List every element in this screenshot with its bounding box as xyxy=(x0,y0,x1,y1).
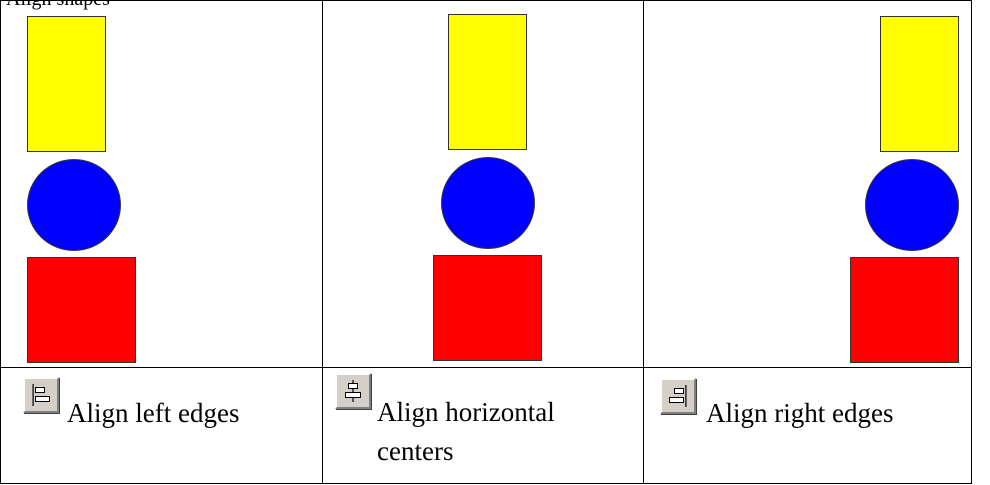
blue-circle xyxy=(865,159,959,251)
caption-label: Align left edges xyxy=(67,398,240,428)
align-left-button[interactable] xyxy=(23,377,59,413)
align-center-icon xyxy=(345,380,361,402)
diagram-row xyxy=(0,0,972,368)
blue-circle xyxy=(27,159,121,251)
yellow-rectangle xyxy=(880,16,959,152)
align-left-icon xyxy=(32,384,50,406)
align-right-icon xyxy=(669,385,687,407)
left-align-diagram xyxy=(1,1,322,367)
yellow-rectangle xyxy=(448,14,527,150)
red-square xyxy=(850,257,959,363)
caption-label: Align horizontal centers xyxy=(377,397,555,466)
red-square xyxy=(27,257,136,363)
right-align-diagram xyxy=(644,1,971,367)
align-center-button[interactable] xyxy=(335,373,371,409)
alignment-table: Align left edges Align horizontal center… xyxy=(0,0,972,484)
right-align-diagram-cell xyxy=(643,0,972,368)
align-left-caption-cell: Align left edges xyxy=(0,367,323,484)
caption-label: Align right edges xyxy=(706,398,894,428)
center-align-diagram xyxy=(323,1,643,367)
align-right-button[interactable] xyxy=(660,378,696,414)
align-center-caption-cell: Align horizontal centers xyxy=(322,367,644,484)
blue-circle xyxy=(441,157,535,249)
caption-row: Align left edges Align horizontal center… xyxy=(0,367,972,484)
red-square xyxy=(433,255,542,361)
yellow-rectangle xyxy=(27,16,106,152)
center-align-diagram-cell xyxy=(322,0,644,368)
left-align-diagram-cell xyxy=(0,0,323,368)
align-right-caption-cell: Align right edges xyxy=(643,367,972,484)
